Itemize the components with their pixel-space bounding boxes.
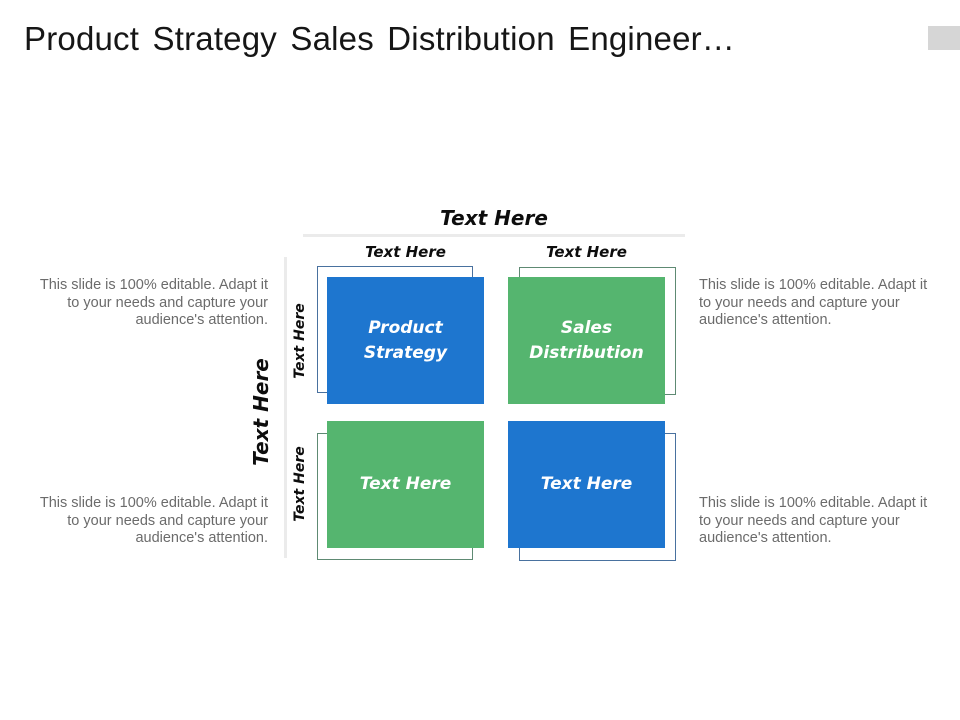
x-axis-line xyxy=(303,234,685,237)
quadrant-product-strategy: Product Strategy xyxy=(327,277,484,404)
y-axis-line xyxy=(284,257,287,558)
x-axis-title: Text Here xyxy=(440,206,548,230)
caption-right-bottom: This slide is 100% editable. Adapt it to… xyxy=(699,495,928,546)
caption-right-top: This slide is 100% editable. Adapt it to… xyxy=(699,277,928,328)
row-label-2: Text Here xyxy=(292,446,308,522)
caption-left-bottom: This slide is 100% editable. Adapt it to… xyxy=(39,495,268,546)
y-axis-title: Text Here xyxy=(249,358,273,466)
row-label-1: Text Here xyxy=(292,303,308,379)
quadrant-text-here-bottom-left: Text Here xyxy=(327,421,484,548)
column-label-1: Text Here xyxy=(365,243,446,261)
column-label-2: Text Here xyxy=(546,243,627,261)
slide-title: Product Strategy Sales Distribution Engi… xyxy=(24,20,736,57)
caption-left-top: This slide is 100% editable. Adapt it to… xyxy=(39,277,268,328)
quadrant-text-here-bottom-right: Text Here xyxy=(508,421,665,548)
scrollbar-thumb[interactable] xyxy=(928,26,960,50)
quadrant-sales-distribution: Sales Distribution xyxy=(508,277,665,404)
